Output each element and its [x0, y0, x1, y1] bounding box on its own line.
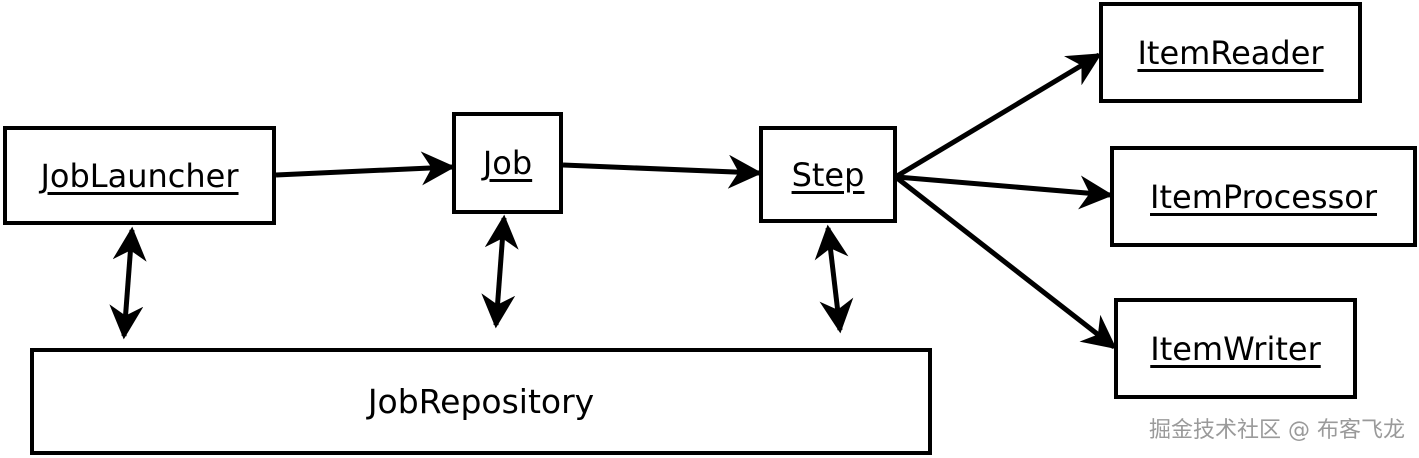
- arrow-step-to-itemprocessor: [896, 174, 1114, 210]
- node-itemprocessor: ItemProcessor: [1110, 146, 1417, 247]
- node-jobrepository-label: JobRepository: [367, 382, 595, 421]
- node-itemprocessor-label: ItemProcessor: [1150, 177, 1377, 216]
- node-step: Step: [759, 126, 897, 223]
- node-jobrepository: JobRepository: [30, 348, 932, 455]
- node-itemreader: ItemReader: [1099, 2, 1362, 103]
- node-joblauncher-label: JobLauncher: [40, 156, 239, 195]
- arrow-step-to-itemreader: [895, 52, 1102, 179]
- node-itemwriter-label: ItemWriter: [1150, 329, 1321, 368]
- node-job: Job: [452, 112, 563, 214]
- node-job-label: Job: [482, 144, 533, 182]
- watermark: 掘金技术社区 @ 布客飞龙: [1149, 418, 1405, 443]
- node-itemwriter: ItemWriter: [1114, 298, 1357, 399]
- arrow-step-jobrepository: [814, 224, 854, 334]
- arrow-job-to-step: [562, 154, 763, 189]
- arrow-step-to-itemwriter: [895, 176, 1117, 350]
- arrow-joblauncher-jobrepository: [109, 226, 147, 340]
- arrow-joblauncher-to-job: [275, 151, 456, 186]
- arrow-job-jobrepository: [481, 214, 519, 329]
- node-joblauncher: JobLauncher: [3, 126, 276, 225]
- node-step-label: Step: [791, 155, 865, 194]
- node-itemreader-label: ItemReader: [1137, 33, 1324, 72]
